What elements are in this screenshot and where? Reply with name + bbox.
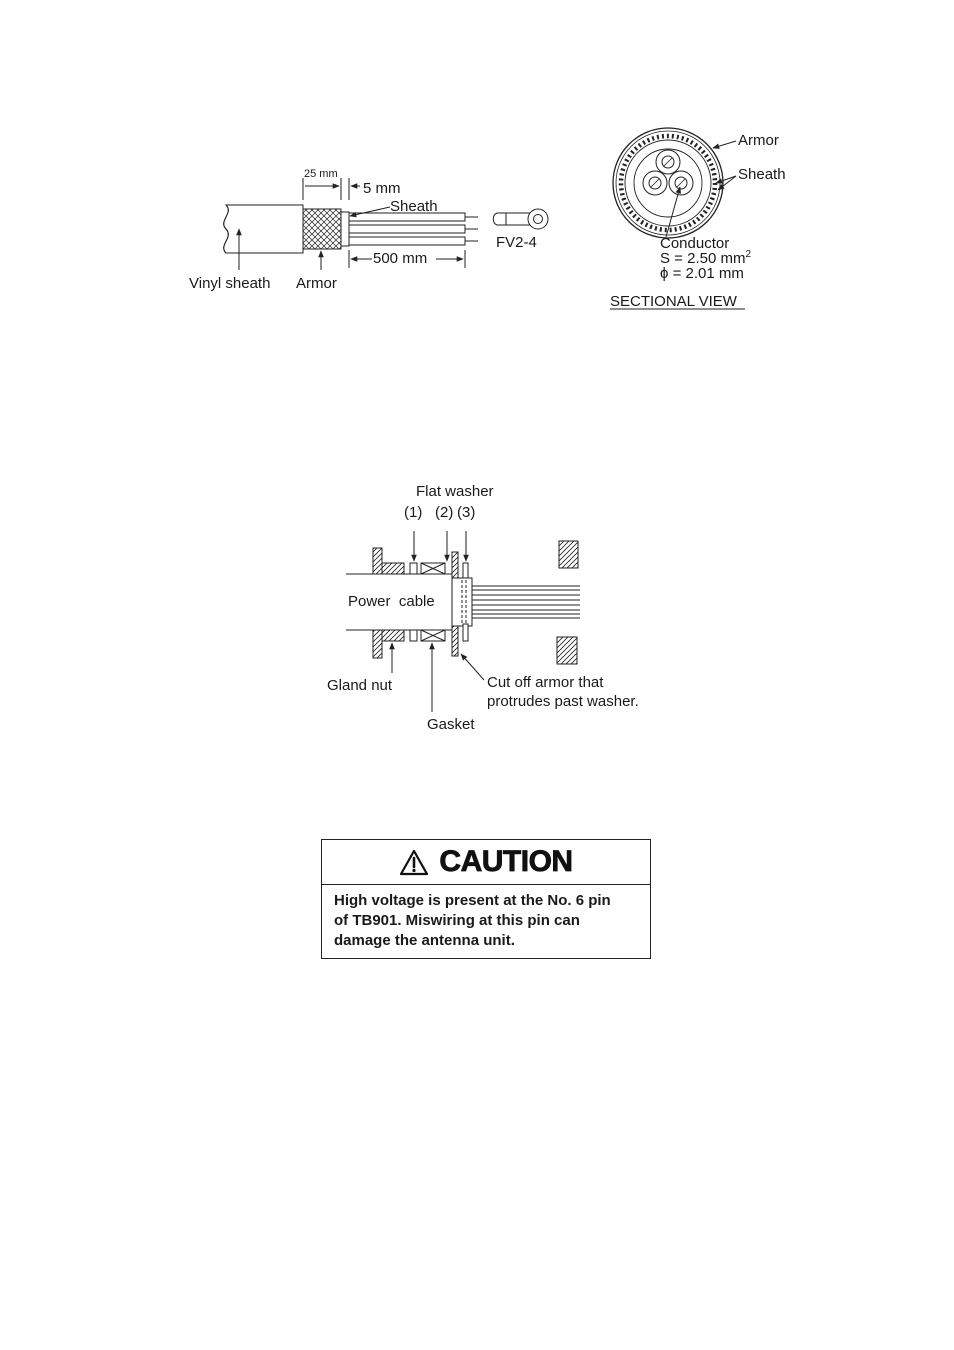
conductor-cores	[642, 149, 694, 196]
caution-title: CAUTION	[439, 845, 573, 879]
gasket-label: Gasket	[427, 716, 475, 733]
sectional-view-title: SECTIONAL VIEW	[610, 293, 737, 310]
armor-ring	[618, 133, 718, 233]
armor-label: Armor	[296, 275, 337, 292]
gland-figure	[346, 531, 580, 712]
vinyl-sheath-label: Vinyl sheath	[189, 275, 271, 292]
conductor-area-label: S = 2.50 mm2	[660, 249, 752, 267]
cut-armor-note-line1: Cut off armor that	[487, 674, 604, 691]
washer-num-3: (3)	[457, 504, 476, 521]
power-cable-label: Power cable	[348, 593, 435, 610]
caution-header: CAUTION	[322, 840, 650, 885]
armor-braid-shape	[302, 208, 342, 250]
sheath-stub-shape	[340, 211, 350, 247]
caution-line-2: of TB901. Miswiring at this pin can	[334, 912, 580, 929]
cable-prep-figure	[223, 178, 549, 270]
washer-num-1: (1)	[404, 504, 423, 521]
dim-500mm-label: 500 mm	[373, 250, 428, 267]
dim-5mm-label: 5 mm	[363, 180, 401, 197]
fv2-4-terminal	[492, 208, 549, 230]
caution-line-3: damage the antenna unit.	[334, 932, 515, 949]
section-armor-label: Armor	[738, 132, 779, 149]
bulkhead-top	[558, 540, 579, 569]
caution-line-1: High voltage is present at the No. 6 pin	[334, 892, 611, 909]
gland-conductors	[472, 585, 580, 619]
cut-armor-note-line2: protrudes past washer.	[487, 693, 639, 710]
washer-1-top	[409, 562, 418, 575]
conductor-label: Conductor	[660, 235, 730, 252]
conductor-area-superscript: 2	[745, 249, 752, 260]
gasket-shape	[420, 562, 446, 642]
sheath-label: Sheath	[390, 198, 438, 215]
bulkhead-bottom	[556, 636, 578, 665]
conductor-wires	[348, 212, 478, 246]
gland-nut-top	[372, 547, 383, 575]
dim-25mm-label: 25 mm	[304, 168, 338, 180]
vinyl-sheath-shape	[223, 204, 304, 254]
sectional-view-figure	[612, 127, 737, 239]
conductor-diameter-label: ϕ = 2.01 mm	[660, 265, 744, 282]
flat-washer-label: Flat washer	[416, 483, 494, 500]
section-sheath-label: Sheath	[738, 166, 786, 183]
warning-triangle-icon	[400, 849, 429, 875]
washer-1-bottom	[409, 629, 418, 642]
conductor-area-value: S = 2.50 mm	[660, 250, 746, 267]
gland-nut-bottom	[372, 629, 383, 659]
caution-box: CAUTION High voltage is present at the N…	[321, 839, 651, 959]
gland-nut-label: Gland nut	[327, 677, 393, 694]
caution-message: High voltage is present at the No. 6 pin…	[322, 885, 650, 957]
fv2-4-label: FV2-4	[496, 234, 537, 251]
washer-num-2: (2)	[435, 504, 454, 521]
